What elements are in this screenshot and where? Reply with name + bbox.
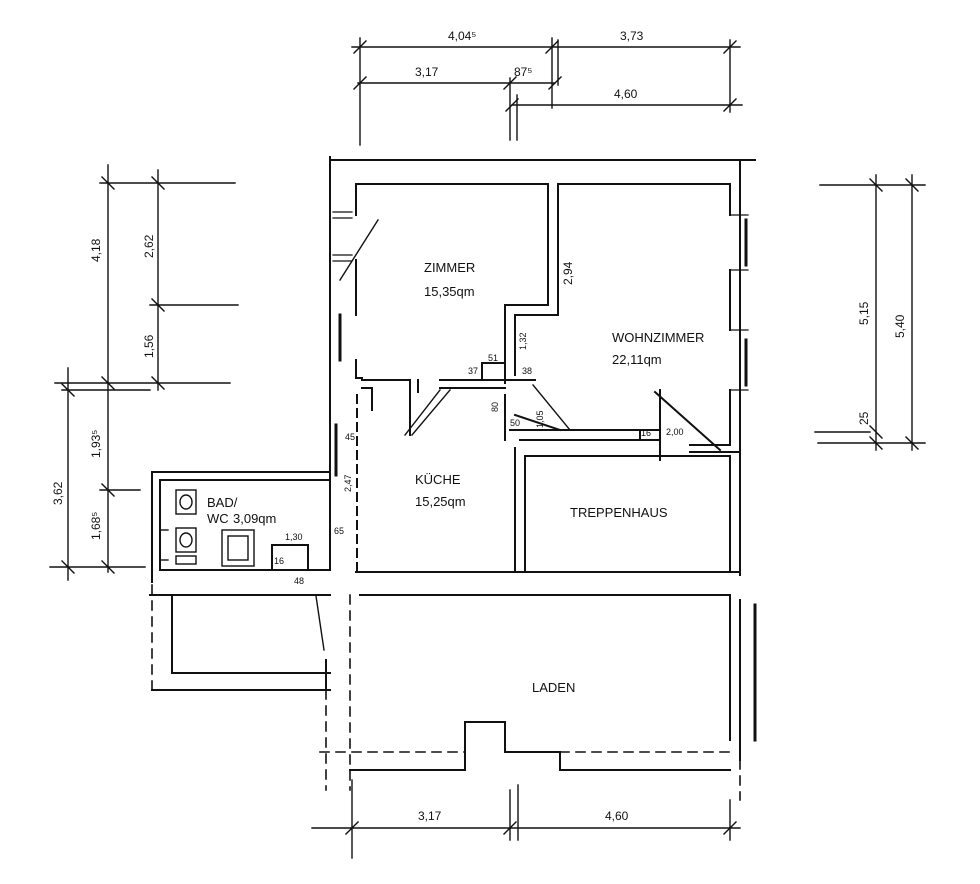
dim-inner-132: 1,32 — [518, 332, 528, 350]
dim-inner-105: 1,05 — [535, 410, 545, 428]
dim-inner-294: 2,94 — [561, 261, 575, 285]
dim-top-4045: 4,04⁵ — [448, 29, 477, 43]
dim-left-418: 4,18 — [89, 238, 103, 262]
dim-inner-48: 48 — [294, 576, 305, 586]
dim-inner-45: 45 — [345, 432, 356, 442]
window-ticks — [332, 211, 749, 391]
room-area-zimmer: 15,35qm — [424, 284, 475, 299]
room-area-wohnzimmer: 22,11qm — [612, 352, 662, 367]
dim-top-875: 87⁵ — [514, 65, 533, 79]
room-label-kueche: KÜCHE — [415, 472, 461, 487]
top-dimension-lines — [351, 37, 743, 146]
dim-left-1935: 1,93⁵ — [89, 429, 103, 458]
room-area-bad: 3,09qm — [233, 511, 277, 526]
dim-inner-65: 65 — [334, 526, 345, 536]
laden-dashed-lines — [151, 584, 741, 801]
dim-top-317: 3,17 — [415, 65, 439, 79]
room-label-treppenhaus: TREPPENHAUS — [570, 505, 668, 520]
dim-left-362: 3,62 — [51, 481, 65, 505]
right-dimension-lines — [814, 174, 926, 451]
windows — [334, 218, 757, 742]
room-area-kueche: 15,25qm — [415, 494, 466, 509]
dim-inner-37: 37 — [468, 366, 479, 376]
dim-top-460: 4,60 — [614, 87, 638, 101]
dim-top-373: 3,73 — [620, 29, 644, 43]
dim-inner-16b: 16 — [274, 556, 285, 566]
laden-walls — [149, 594, 741, 771]
upper-floor-walls — [151, 156, 756, 583]
dim-bottom-317: 3,17 — [418, 809, 442, 823]
dim-inner-50: 50 — [510, 418, 521, 428]
bath-fixtures — [159, 489, 255, 567]
dim-inner-247: 2,47 — [343, 474, 353, 492]
room-label-wohnzimmer: WOHNZIMMER — [612, 330, 705, 345]
room-label-zimmer: ZIMMER — [424, 260, 476, 275]
dim-right-25: 25 — [857, 411, 871, 425]
room-label-wc: WC — [207, 511, 229, 526]
room-label-laden: LADEN — [532, 680, 576, 695]
dim-inner-51: 51 — [488, 353, 499, 363]
dim-right-540: 5,40 — [893, 314, 907, 338]
dim-inner-200: 2,00 — [666, 427, 684, 437]
dim-bottom-460: 4,60 — [605, 809, 629, 823]
dim-inner-16: 16 — [641, 428, 652, 438]
door-swings — [315, 219, 571, 651]
dim-inner-80: 80 — [490, 401, 500, 412]
dim-left-1685: 1,68⁵ — [89, 511, 103, 540]
dim-right-515: 5,15 — [857, 301, 871, 325]
dim-inner-130: 1,30 — [285, 532, 303, 542]
left-dimension-lines — [49, 164, 239, 581]
dim-inner-38: 38 — [522, 366, 533, 376]
dim-left-262: 2,62 — [142, 234, 156, 258]
bottom-dimension-lines — [311, 779, 741, 859]
room-label-bad: BAD/ — [207, 495, 238, 510]
dim-left-156: 1,56 — [142, 334, 156, 358]
